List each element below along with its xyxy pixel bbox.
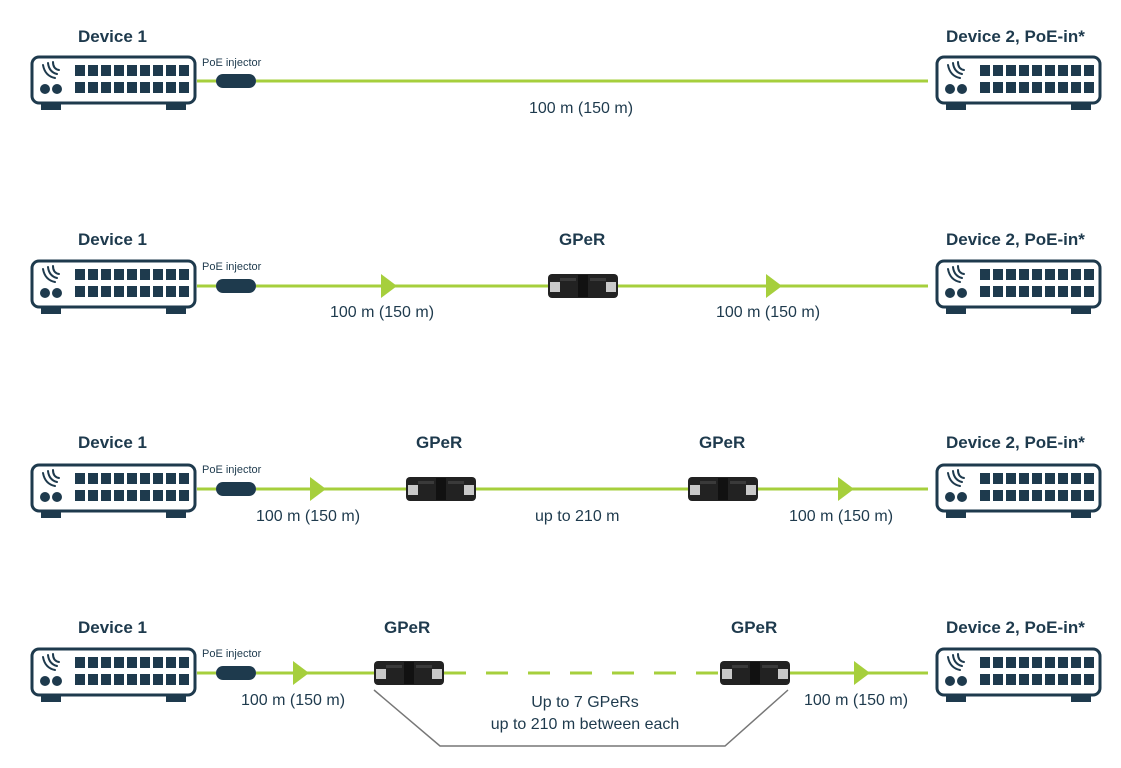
gper-chain-note-line1: Up to 7 GPeRs xyxy=(531,694,639,711)
distance-label: 100 m (150 m) xyxy=(256,508,361,525)
device-2-label: Device 2, PoE-in* xyxy=(946,618,1085,637)
poe-injector-label: PoE injector xyxy=(202,57,262,69)
device-1-router-icon xyxy=(30,259,197,316)
direction-arrow-icon xyxy=(381,274,397,298)
distance-label: 100 m (150 m) xyxy=(716,304,821,321)
direction-arrow-icon xyxy=(293,661,309,685)
gper-chain-bracket xyxy=(373,689,789,747)
distance-label: up to 210 m xyxy=(535,508,620,525)
device-2-router-icon xyxy=(935,647,1102,704)
device-2-router-icon xyxy=(935,55,1102,112)
device-1-label: Device 1 xyxy=(78,433,147,452)
row-4 xyxy=(30,647,1102,747)
device-2-router-icon xyxy=(935,463,1102,520)
gper-repeater-icon xyxy=(720,661,790,685)
gper-chain-note-line2: up to 210 m between each xyxy=(490,716,680,733)
poe-injector-label: PoE injector xyxy=(202,261,262,273)
gper-repeater-icon xyxy=(374,661,444,685)
poe-injector-label: PoE injector xyxy=(202,648,262,660)
direction-arrow-icon xyxy=(854,661,870,685)
row-1 xyxy=(30,55,1102,112)
gper-repeater-icon xyxy=(688,477,758,501)
direction-arrow-icon xyxy=(766,274,782,298)
device-2-label: Device 2, PoE-in* xyxy=(946,433,1085,452)
distance-label: 100 m (150 m) xyxy=(804,692,909,709)
device-1-label: Device 1 xyxy=(78,618,147,637)
poe-injector-icon xyxy=(216,74,256,88)
gper-label: GPeR xyxy=(699,433,746,452)
gper-repeater-icon xyxy=(406,477,476,501)
distance-label: 100 m (150 m) xyxy=(241,692,346,709)
poe-injector-icon xyxy=(216,279,256,293)
poe-injector-icon xyxy=(216,666,256,680)
distance-label: 100 m (150 m) xyxy=(330,304,435,321)
poe-injector-icon xyxy=(216,482,256,496)
device-1-label: Device 1 xyxy=(78,27,147,46)
gper-repeater-icon xyxy=(548,274,618,298)
gper-label: GPeR xyxy=(731,618,778,637)
device-1-label: Device 1 xyxy=(78,230,147,249)
device-2-label: Device 2, PoE-in* xyxy=(946,230,1085,249)
gper-label: GPeR xyxy=(416,433,463,452)
row-2 xyxy=(30,259,1102,316)
device-1-router-icon xyxy=(30,463,197,520)
poe-injector-label: PoE injector xyxy=(202,464,262,476)
device-1-router-icon xyxy=(30,647,197,704)
device-1-router-icon xyxy=(30,55,197,112)
gper-label: GPeR xyxy=(384,618,431,637)
device-2-label: Device 2, PoE-in* xyxy=(946,27,1085,46)
device-2-router-icon xyxy=(935,259,1102,316)
gper-label: GPeR xyxy=(559,230,606,249)
direction-arrow-icon xyxy=(838,477,854,501)
direction-arrow-icon xyxy=(310,477,326,501)
distance-label: 100 m (150 m) xyxy=(789,508,894,525)
distance-label: 100 m (150 m) xyxy=(529,100,634,117)
row-3 xyxy=(30,463,1102,520)
